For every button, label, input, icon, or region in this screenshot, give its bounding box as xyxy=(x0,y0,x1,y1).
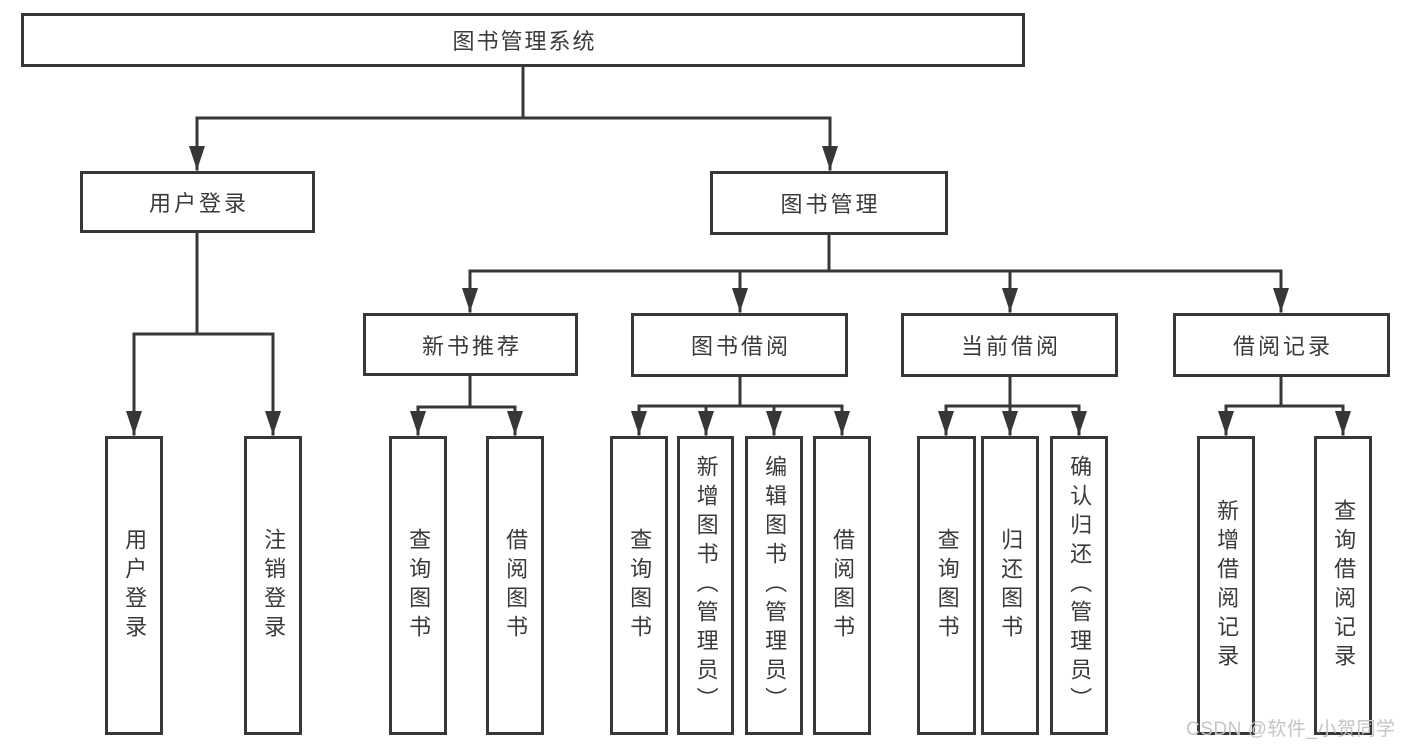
csdn-watermark: CSDN @软件_小贺同学 xyxy=(1186,719,1396,740)
leaf-label: 查询借阅记录 xyxy=(1331,498,1357,673)
node-new-book-recommend: 新书推荐 xyxy=(363,313,578,376)
node-borrow-records: 借阅记录 xyxy=(1173,313,1390,377)
leaf-label: 借阅图书 xyxy=(830,527,856,644)
leaf-borrow-books: 借阅图书 xyxy=(813,436,871,735)
leaf-query-books: 查询图书 xyxy=(610,436,668,735)
leaf-label: 新增借阅记录 xyxy=(1214,498,1240,673)
node-label: 用户登录 xyxy=(148,191,249,216)
leaf-label: 用户登录 xyxy=(122,527,148,644)
leaf-add-books-admin: 新增图书（管理员） xyxy=(677,436,734,735)
node-label: 当前借阅 xyxy=(960,334,1061,359)
leaf-label: 借阅图书 xyxy=(503,527,529,644)
leaf-label: 确认归还（管理员） xyxy=(1067,455,1093,716)
node-book-borrow: 图书借阅 xyxy=(631,313,848,377)
leaf-label: 查询图书 xyxy=(934,527,960,644)
leaf-query-books: 查询图书 xyxy=(389,436,447,735)
leaf-query-books: 查询图书 xyxy=(917,436,976,735)
node-book-management: 图书管理 xyxy=(710,171,948,235)
leaf-add-borrow-record: 新增借阅记录 xyxy=(1197,436,1255,735)
leaf-user-login: 用户登录 xyxy=(105,436,163,735)
leaf-logout: 注销登录 xyxy=(244,436,302,735)
leaf-borrow-books: 借阅图书 xyxy=(486,436,544,735)
node-label: 图书管理系统 xyxy=(452,29,597,54)
leaf-edit-books-admin: 编辑图书（管理员） xyxy=(745,436,803,735)
leaf-query-borrow-record: 查询借阅记录 xyxy=(1314,436,1372,735)
leaf-label: 编辑图书（管理员） xyxy=(762,455,788,716)
node-label: 新书推荐 xyxy=(421,333,522,359)
leaf-label: 归还图书 xyxy=(998,527,1024,644)
node-label: 图书借阅 xyxy=(690,334,791,359)
leaf-label: 注销登录 xyxy=(261,527,287,644)
node-user-login: 用户登录 xyxy=(80,171,315,233)
leaf-label: 查询图书 xyxy=(627,527,653,644)
leaf-confirm-return-admin: 确认归还（管理员） xyxy=(1050,436,1108,735)
leaf-return-books: 归还图书 xyxy=(981,436,1039,735)
leaf-label: 新增图书（管理员） xyxy=(693,455,719,716)
node-label: 图书管理 xyxy=(780,192,881,217)
node-library-management-system: 图书管理系统 xyxy=(21,13,1025,67)
node-label: 借阅记录 xyxy=(1232,334,1333,359)
node-current-borrow: 当前借阅 xyxy=(901,313,1118,377)
leaf-label: 查询图书 xyxy=(406,527,432,644)
